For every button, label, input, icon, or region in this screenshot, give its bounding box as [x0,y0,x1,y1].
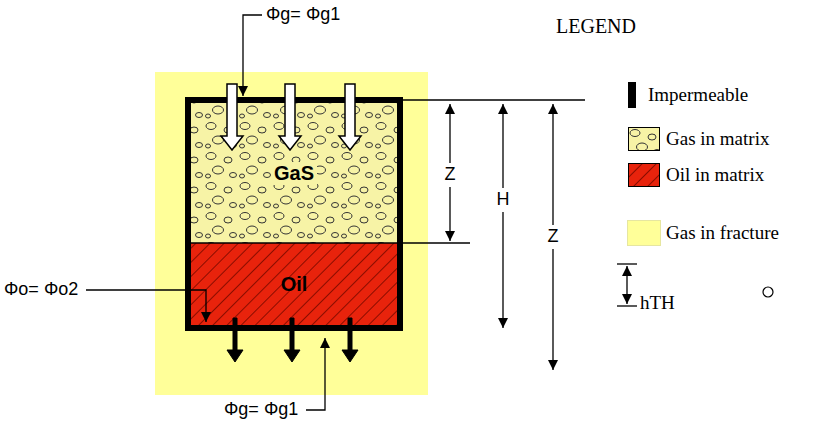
oil-matrix [191,243,397,325]
gas-oil-contact [191,242,397,244]
dimension-lines [400,100,585,370]
legend-swatch [628,127,660,151]
zone-label: GaS [271,162,317,185]
fracture-gas [155,72,428,395]
zone-label: Oil [278,273,311,296]
legend-swatch [628,221,660,245]
threshold-height-symbol [617,264,637,306]
legend-text: Oil in matrix [666,164,764,187]
legend-swatch [628,82,636,108]
legend-text: Impermeable [648,84,748,107]
flux-label: Φg= Φg1 [224,399,298,421]
small-circle-symbol [763,287,773,297]
legend-title: LEGEND [556,14,636,38]
legend-text: Gas in fracture [666,222,779,245]
legend-swatch-fill [629,128,660,151]
flux-label: Φo= Φo2 [4,279,78,301]
legend-text: Gas in matrix [666,128,769,151]
flux-label: Φg= Φg1 [266,4,340,26]
gas-zone: GaS [191,103,397,243]
gas-flow-arrows [221,84,361,150]
dimension-label: Z [545,225,562,249]
leader-lines [86,15,325,410]
legend-swatch-fill [629,164,660,187]
oil-flow-arrows [227,318,358,362]
oil-zone: Oil [191,243,397,325]
dimension-label: Z [442,163,459,187]
dimension-label: H [494,188,513,212]
threshold-height-label: hTH [640,292,675,315]
legend-swatch [628,163,660,187]
